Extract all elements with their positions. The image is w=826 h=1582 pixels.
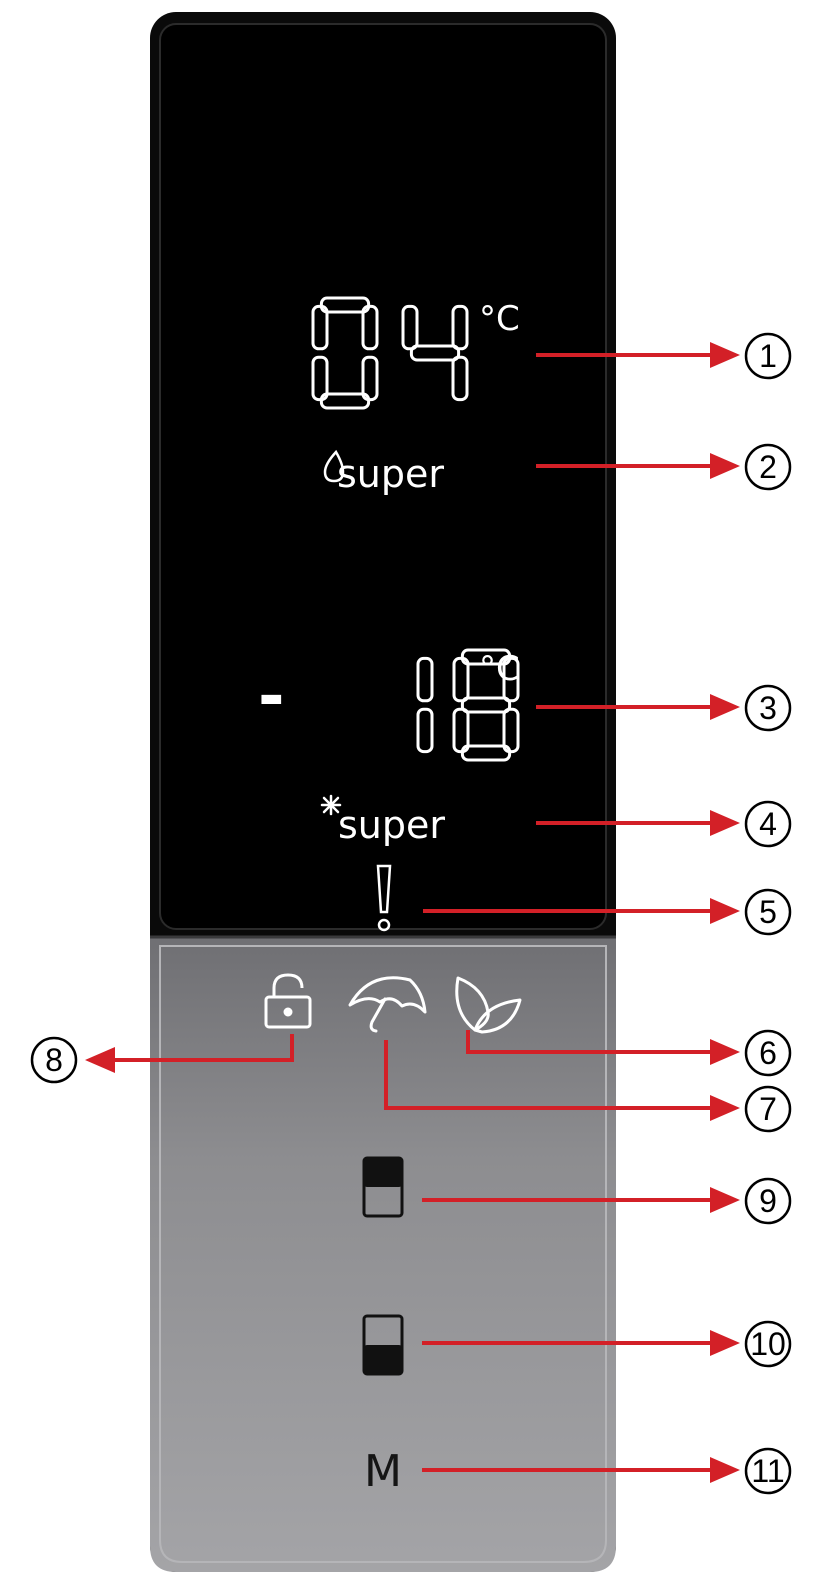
callout-circle <box>744 332 792 380</box>
arrow-head <box>710 1187 740 1213</box>
callout-circle <box>744 1447 792 1495</box>
callout-circle <box>744 1320 792 1368</box>
callout-number: 1 <box>759 338 777 374</box>
segment-f <box>311 304 329 351</box>
arrow-head <box>85 1047 115 1073</box>
alarm-icon <box>376 864 392 932</box>
arrow-head <box>710 810 740 836</box>
segment-b <box>502 656 520 703</box>
callout-number: 11 <box>751 1453 784 1489</box>
snowflake-icon <box>320 794 342 816</box>
water-drop-icon <box>323 449 345 483</box>
callout-number: 7 <box>759 1091 777 1127</box>
arrow-head <box>710 1095 740 1121</box>
segment-e <box>452 707 470 754</box>
callout-number: 6 <box>759 1035 777 1071</box>
arrow-head <box>710 453 740 479</box>
callout-number: 8 <box>45 1042 63 1078</box>
callout-number: 4 <box>759 806 777 842</box>
callout-line <box>115 1034 294 1062</box>
segment-f <box>452 656 470 703</box>
fridge-unit: °C <box>479 299 520 339</box>
arrow-head <box>710 1039 740 1065</box>
arrow-head <box>710 342 740 368</box>
callout-number: 3 <box>759 690 777 726</box>
callout-circle <box>744 684 792 732</box>
callout-number: 10 <box>750 1326 786 1362</box>
arrow-head <box>710 1457 740 1483</box>
lock-icon <box>264 973 312 1029</box>
callout-circle <box>30 1036 78 1084</box>
callout-circle <box>744 888 792 936</box>
callout-circle <box>744 1029 792 1077</box>
umbrella-icon <box>348 976 427 1033</box>
arrow-head <box>710 694 740 720</box>
callout-number: 2 <box>759 449 777 485</box>
segment-e <box>311 355 329 402</box>
mode-button[interactable]: M <box>364 1446 402 1497</box>
segment-b <box>451 304 469 351</box>
freezer-unit: °C <box>479 649 520 689</box>
fridge-temperature-display <box>311 296 469 410</box>
arrow-head <box>710 898 740 924</box>
segment-g <box>409 344 461 362</box>
control-area <box>150 937 616 1572</box>
callout-circle <box>744 1085 792 1133</box>
callout-arrows: 1 2 3 4 5 6 7 8 9 10 11 <box>30 332 792 1495</box>
freezer-select-button[interactable] <box>362 1314 404 1376</box>
callout-line <box>466 1030 710 1054</box>
control-area-bevel <box>159 945 607 1563</box>
digit <box>452 648 520 762</box>
callout-circle <box>744 1177 792 1225</box>
segment-c <box>451 355 469 402</box>
segment-b <box>361 304 379 351</box>
leaf-icon <box>455 976 522 1034</box>
callout-circle <box>744 443 792 491</box>
freezer-minus-sign: - <box>258 660 285 734</box>
freezer-super-label: super <box>338 803 445 847</box>
digit <box>401 304 469 402</box>
freezer-temperature-display <box>416 648 520 762</box>
callout-number: 9 <box>759 1183 777 1219</box>
segment-c <box>416 707 434 754</box>
arrow-head <box>710 1330 740 1356</box>
callout-circle <box>744 800 792 848</box>
segment-b <box>416 656 434 703</box>
segment-g <box>460 696 512 714</box>
digit <box>416 656 434 754</box>
fridge-select-button[interactable] <box>362 1156 404 1218</box>
callout-line <box>384 1040 710 1110</box>
fridge-super-label: super <box>337 452 444 496</box>
appliance-panel <box>150 12 616 1572</box>
freezer-super-indicator: super <box>320 794 445 847</box>
callout-number: 5 <box>759 894 777 930</box>
fridge-super-indicator: super <box>323 449 444 496</box>
segment-f <box>401 304 419 351</box>
digit <box>311 296 379 410</box>
